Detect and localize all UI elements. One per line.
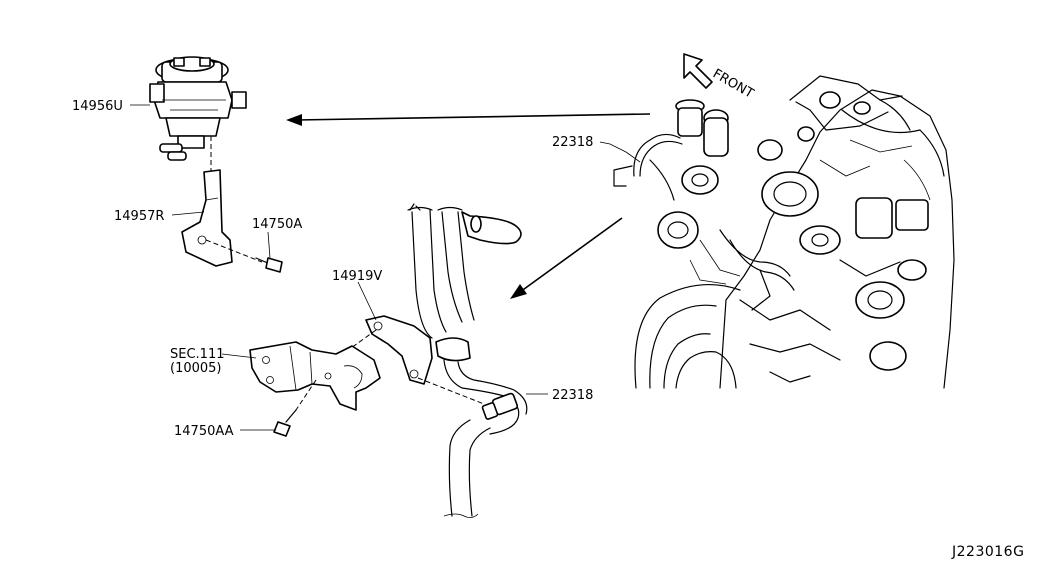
leader-arrow-valve [286, 113, 651, 126]
engine-illustration [613, 75, 955, 389]
part-label-14957r: 14957R [114, 209, 164, 224]
vacuum-hose-assembly[interactable] [407, 203, 528, 518]
bracket-bolt-dashline [205, 239, 263, 263]
section-ref-sub-label: (10005) [170, 361, 222, 376]
diagram-code: J223016G [951, 544, 1024, 560]
hose-support-dashline [417, 377, 485, 405]
part-label-14919v: 14919V [332, 269, 382, 284]
bolt2-dashline [295, 379, 317, 411]
part-label-14750aa: 14750AA [174, 424, 234, 439]
support-bracket[interactable] [365, 315, 433, 385]
vacuum-valve[interactable] [149, 56, 247, 161]
part-label-22318-lower: 22318 [552, 388, 593, 403]
front-direction-arrow-icon [683, 53, 713, 89]
valve-bracket[interactable] [181, 169, 233, 267]
leader-arrow-hose [510, 217, 623, 299]
leader-lines [130, 104, 641, 431]
bolt-14750aa[interactable] [273, 409, 297, 437]
bolt-14750a[interactable] [255, 257, 283, 273]
part-label-22318-upper: 22318 [552, 135, 593, 150]
front-label: FRONT [710, 66, 756, 101]
part-label-14750a: 14750A [252, 217, 302, 232]
part-label-14956u: 14956U [72, 99, 123, 114]
section-ref-label: SEC.111 [170, 347, 225, 362]
sec111-bracket[interactable] [249, 341, 381, 411]
